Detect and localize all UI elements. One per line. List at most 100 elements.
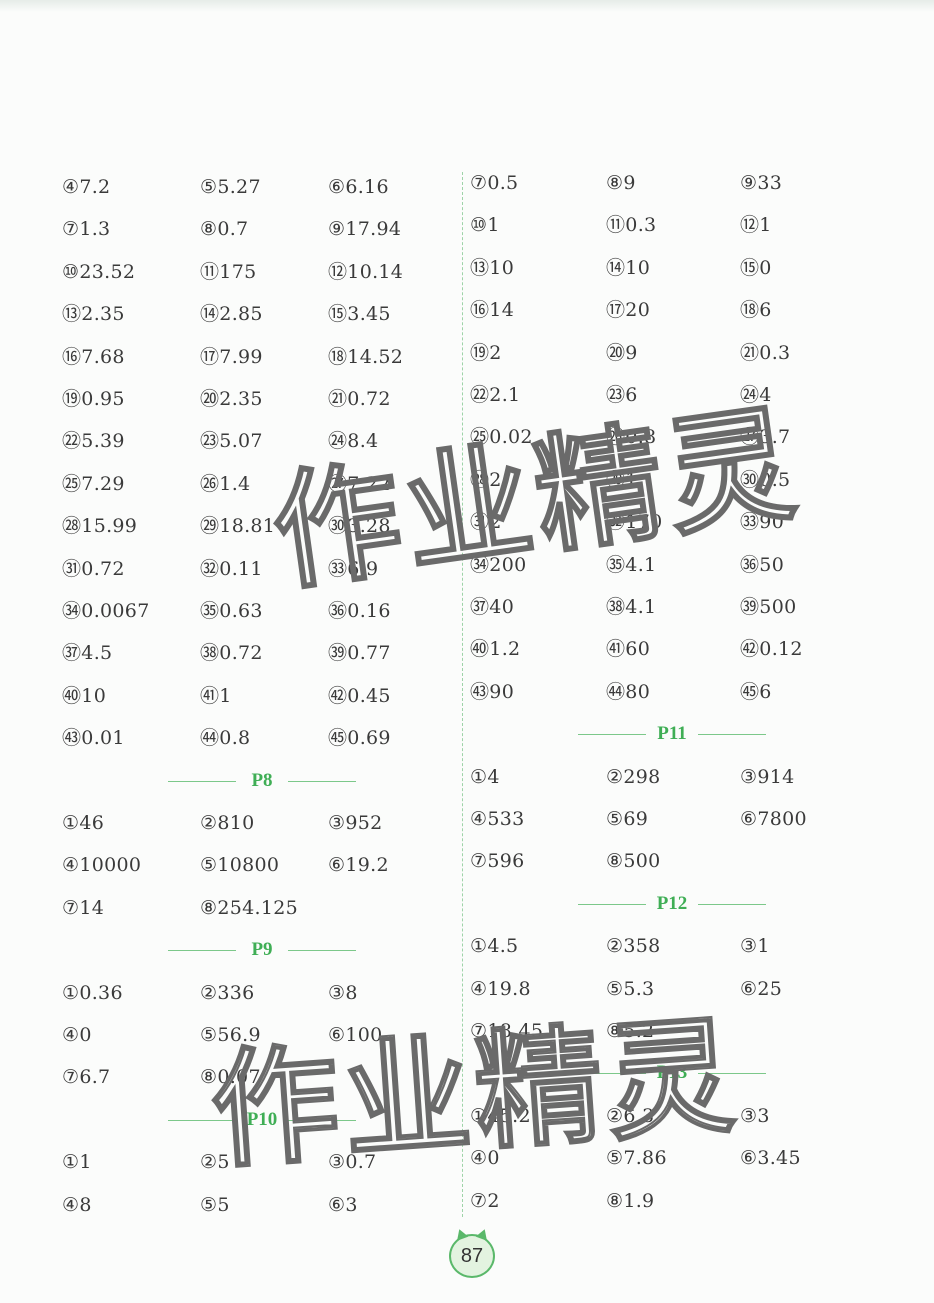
answer-item: ⑦0.5	[470, 172, 519, 194]
answer-item: ⑪0.3	[606, 214, 657, 237]
answer-item: ⑥19.2	[328, 854, 389, 877]
answer-item: ㊱50	[740, 553, 785, 576]
answer-item: ㉖1.4	[200, 472, 251, 495]
section-title: P11	[657, 723, 687, 745]
answer-item: ⑱14.52	[328, 345, 404, 368]
section-header: P10	[162, 1108, 362, 1132]
answer-item: ⑰20	[606, 299, 651, 322]
answer-item: ㉒5.39	[62, 430, 125, 453]
answer-item: ⑮3.45	[328, 303, 391, 326]
answer-item: ⑭10	[606, 256, 651, 279]
answer-item: ㊴0.77	[328, 642, 391, 665]
answer-item: ㉑0.3	[740, 341, 791, 364]
header-rule	[288, 950, 356, 952]
header-rule	[698, 903, 766, 905]
answer-item: ㉟4.1	[606, 553, 657, 576]
answer-item: ⑦2	[470, 1189, 500, 1212]
answer-item: ⑲2	[470, 341, 502, 364]
header-rule	[288, 1119, 356, 1121]
answer-item: ㊱0.16	[328, 600, 391, 622]
answer-item: ⑤5	[200, 1193, 230, 1216]
answer-item: ③1	[740, 935, 770, 958]
answer-item: ②358	[606, 935, 661, 958]
answer-item: ㊷0.45	[328, 684, 391, 707]
answer-item: ㊵1.2	[470, 638, 521, 661]
answer-item: ㉖0.8	[606, 426, 657, 449]
answer-item: ㉟0.63	[200, 600, 263, 622]
answer-item: ㊺0.69	[328, 727, 391, 750]
section-header: P11	[572, 722, 772, 746]
header-rule	[578, 734, 646, 736]
answer-item: ㉜0.11	[200, 557, 263, 580]
answer-item: ⑪175	[200, 260, 257, 283]
answer-item: ⑧5.2	[606, 1020, 655, 1042]
answer-item: ④0	[62, 1024, 92, 1046]
section-title: P10	[246, 1108, 278, 1130]
section-title: P13	[656, 1062, 688, 1084]
answer-item: ④533	[470, 808, 525, 830]
answer-item: ⑥6.16	[328, 176, 389, 198]
answer-item: ㉔8.4	[328, 430, 379, 453]
answer-item: ⑨33	[740, 172, 783, 194]
header-rule	[578, 1073, 646, 1075]
answer-item: ①0.36	[62, 981, 123, 1004]
answer-item: ㊲40	[470, 596, 515, 618]
section-title: P8	[251, 769, 273, 791]
answer-item: ㉞0.0067	[62, 600, 150, 622]
answer-item: ⑩1	[470, 214, 500, 237]
answer-item: ⑧500	[606, 850, 661, 873]
answer-item: ③3	[740, 1104, 770, 1127]
answer-item: ⑳2.35	[200, 388, 263, 410]
section-header: P13	[572, 1061, 772, 1085]
answer-item: ②298	[606, 765, 661, 788]
answer-item: ⑯7.68	[62, 345, 125, 368]
answer-item: ⑳9	[606, 341, 638, 364]
answer-item: ②5	[200, 1151, 230, 1174]
answer-item: ③0.7	[328, 1151, 377, 1174]
answer-item: ㊳0.72	[200, 642, 263, 665]
answer-item: ㉗7.22	[328, 472, 391, 495]
answer-item: ⑫1	[740, 214, 772, 237]
answer-item: ④10000	[62, 854, 142, 877]
answer-item: ㊺6	[740, 680, 772, 703]
answer-item: ㉛2	[470, 511, 502, 534]
header-rule	[288, 780, 356, 782]
answer-item: ⑧254.125	[200, 896, 299, 919]
answer-item: ①45.2	[470, 1104, 531, 1127]
answer-item: ⑩23.52	[62, 260, 136, 283]
answer-item: ㊶60	[606, 638, 651, 661]
answer-item: ㊸90	[470, 680, 515, 703]
answer-item: ⑤10800	[200, 854, 280, 877]
header-rule	[698, 734, 766, 736]
answer-item: ⑧9	[606, 172, 636, 194]
page-number: 87	[449, 1234, 495, 1278]
answer-item: ㊵10	[62, 684, 107, 707]
answer-item: ④7.2	[62, 176, 111, 198]
answer-item: ⑥7800	[740, 808, 807, 830]
answer-item: ⑦18.45	[470, 1020, 544, 1042]
answer-item: ⑤5.3	[606, 977, 655, 1000]
answer-item: ④8	[62, 1193, 92, 1216]
answer-item: ㉜170	[606, 511, 663, 534]
answer-item: ㉘2	[470, 468, 502, 491]
header-rule	[698, 1073, 766, 1075]
answer-item: ⑯14	[470, 299, 515, 322]
answer-item: ㊲4.5	[62, 642, 113, 665]
answer-item: ⑥3	[328, 1193, 358, 1216]
answer-item: ㊴500	[740, 596, 797, 618]
answer-item: ⑲0.95	[62, 388, 125, 410]
answer-item: ㉘15.99	[62, 515, 138, 538]
answer-item: ⑰7.99	[200, 345, 263, 368]
answer-item: ㉛0.72	[62, 557, 125, 580]
header-rule	[168, 950, 236, 952]
answer-item: ㉝90	[740, 511, 785, 534]
answer-item: ⑱6	[740, 299, 772, 322]
answer-item: ②336	[200, 981, 255, 1004]
answer-item: ①4.5	[470, 935, 519, 958]
column-divider	[462, 172, 463, 1217]
answer-item: ④0	[470, 1147, 500, 1170]
header-rule	[168, 780, 236, 782]
answer-item: ①46	[62, 812, 105, 834]
answer-item: ⑬2.35	[62, 303, 125, 326]
section-header: P12	[572, 892, 772, 916]
